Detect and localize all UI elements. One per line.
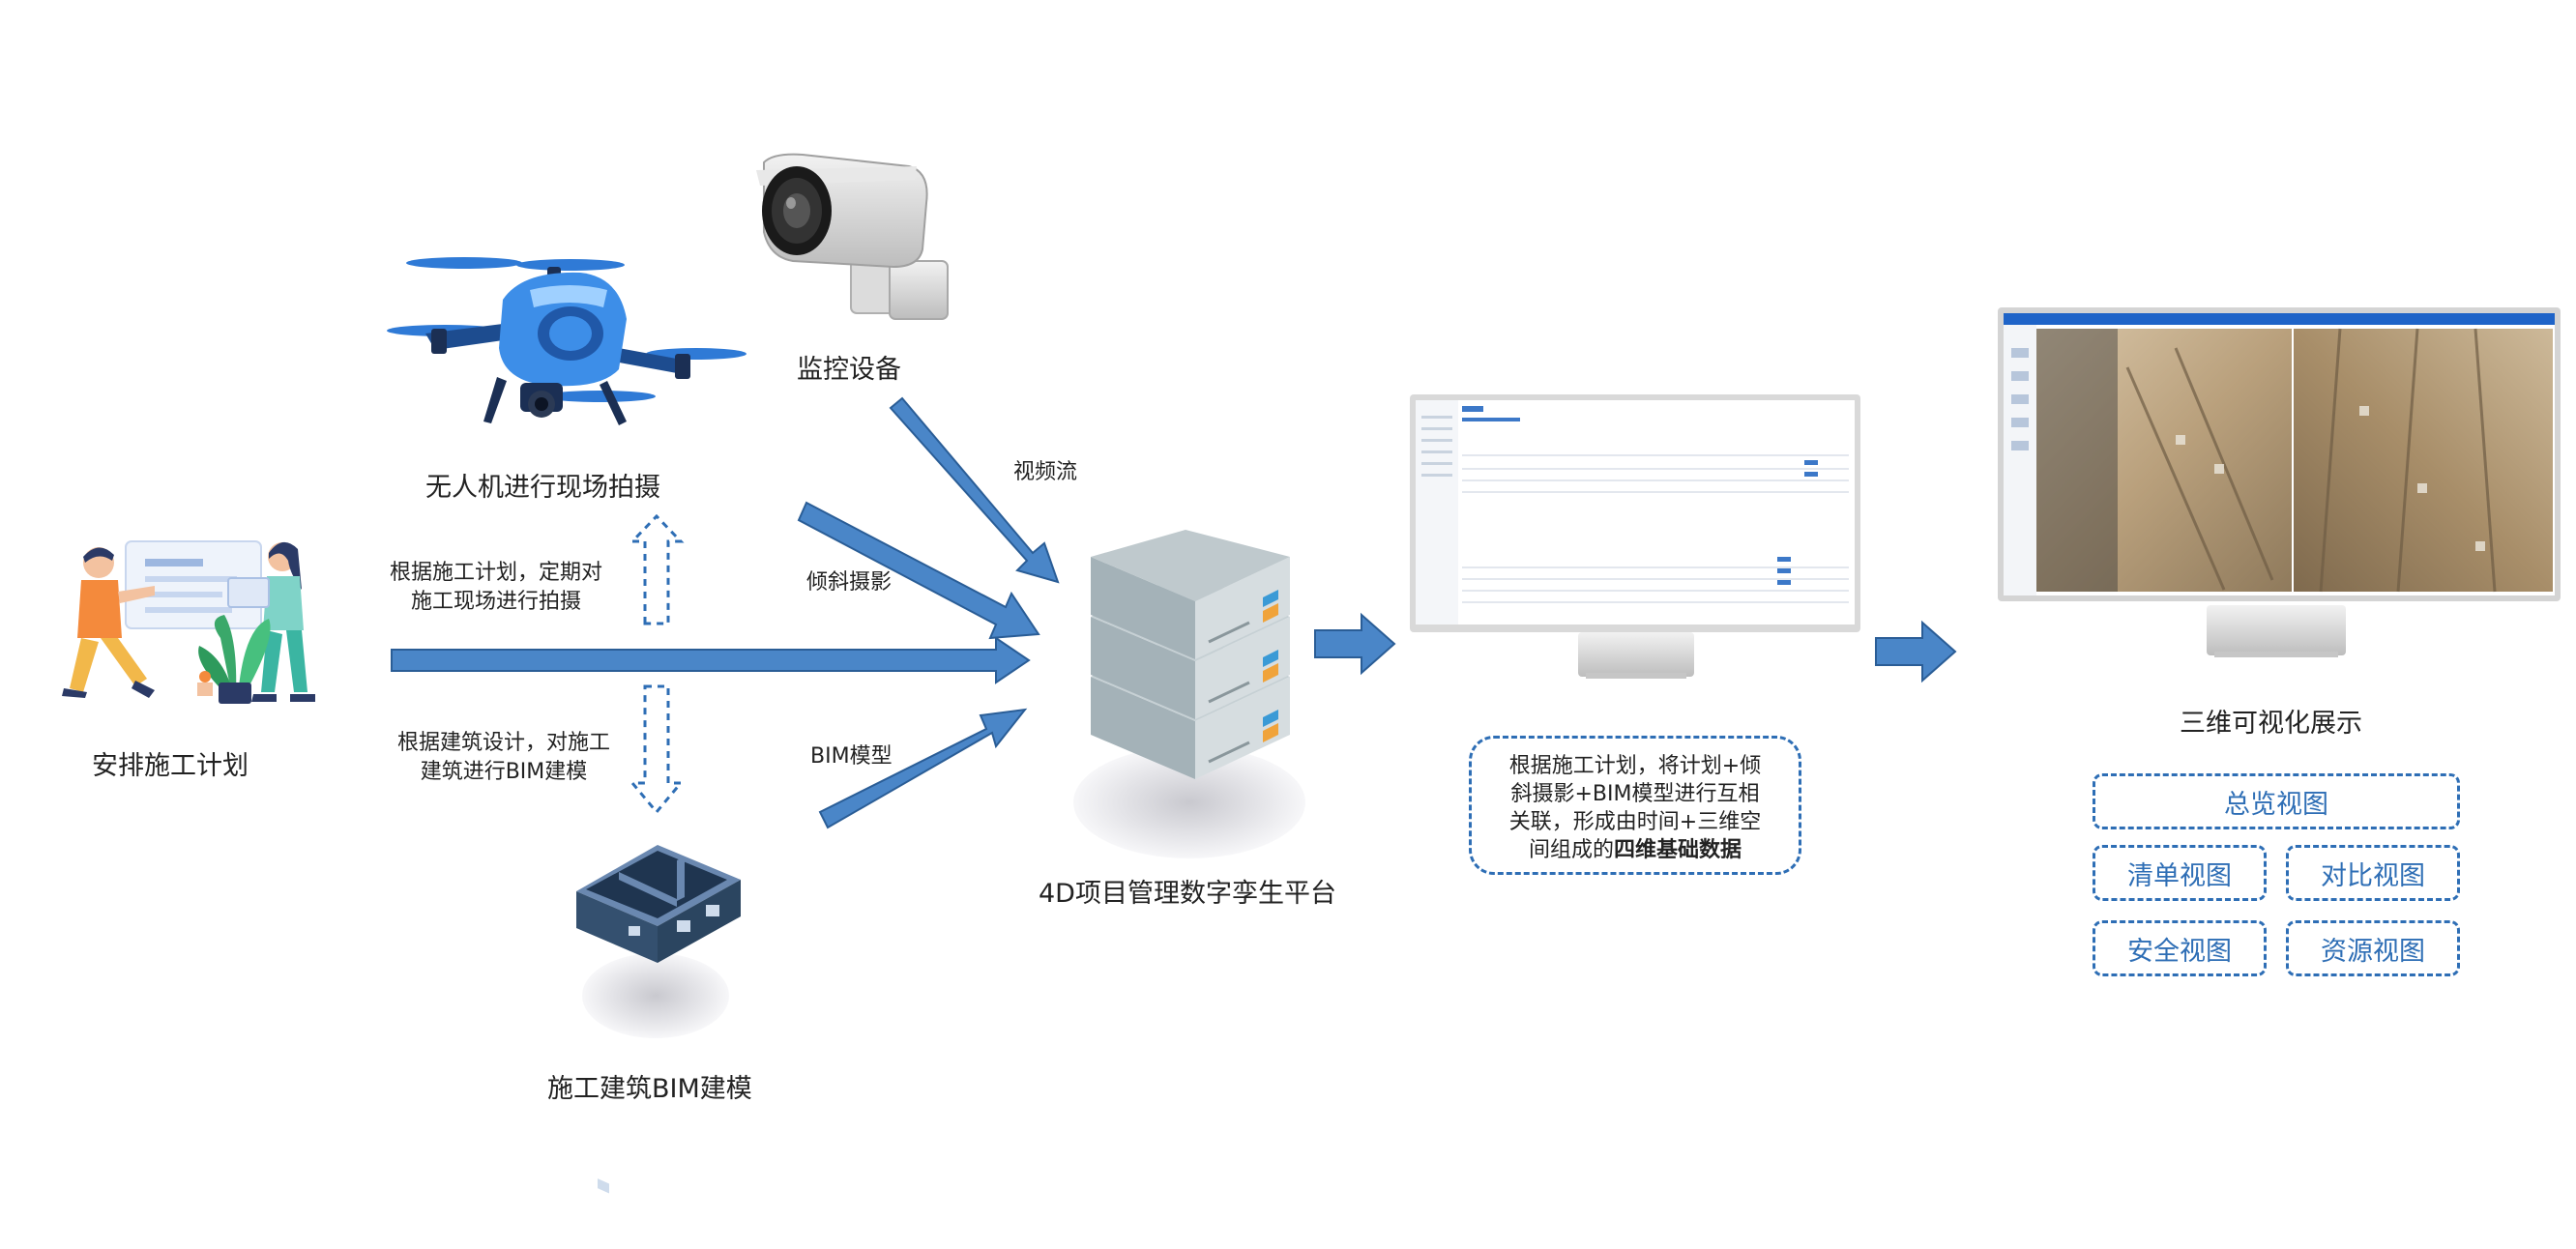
- surveillance-camera-icon: [756, 153, 949, 320]
- note-line3: 关联，形成由时间+三维空: [1508, 810, 1762, 835]
- monitor-platform: [1410, 394, 1860, 679]
- planning-people-icon: [62, 540, 315, 704]
- to-drone-line2: 施工现场进行拍摄: [410, 589, 581, 614]
- server-icon: [1091, 530, 1290, 779]
- arrow-plan-to-platform: [391, 636, 1031, 684]
- to-bim-line1: 根据建筑设计，对施工: [396, 731, 610, 755]
- dashed-arrow-up-drone: [629, 513, 685, 625]
- arrow-oblique-to-platform: [797, 501, 1040, 640]
- label-drone: 无人机进行现场拍摄: [425, 473, 660, 503]
- edge-label-video-stream: 视频流: [1013, 460, 1078, 484]
- to-bim-line2: 建筑进行BIM建模: [420, 759, 588, 784]
- edge-label-oblique: 倾斜摄影: [806, 570, 893, 595]
- label-platform: 4D项目管理数字孪生平台: [1039, 879, 1336, 909]
- drone-icon: [387, 257, 746, 425]
- label-visual: 三维可视化展示: [2180, 709, 2362, 739]
- edge-label-bim-model: BIM模型: [810, 744, 893, 769]
- view-overview-button[interactable]: 总览视图: [2093, 773, 2460, 829]
- note-line4: 间组成的四维基础数据: [1489, 836, 1781, 864]
- edge-label-to-bim: 根据建筑设计，对施工 建筑进行BIM建模: [393, 729, 615, 786]
- note-4d-data: 根据施工计划，将计划+倾 斜摄影+BIM模型进行互相 关联，形成由时间+三维空 …: [1469, 736, 1801, 875]
- monitor-3d-view: [1998, 307, 2561, 657]
- dashed-arrow-down-bim: [629, 684, 685, 815]
- view-safety-button[interactable]: 安全视图: [2093, 920, 2267, 976]
- label-plan: 安排施工计划: [92, 751, 249, 781]
- bim-shadow: [582, 953, 729, 1038]
- to-drone-line1: 根据施工计划，定期对: [389, 561, 602, 585]
- note-line4-bold: 四维基础数据: [1614, 838, 1742, 863]
- view-resource-button[interactable]: 资源视图: [2286, 920, 2460, 976]
- arrow-platform-to-screen: [1314, 612, 1396, 676]
- label-camera: 监控设备: [797, 355, 901, 385]
- arrow-screen-to-visual: [1875, 620, 1957, 683]
- note-line4-prefix: 间组成的: [1528, 838, 1614, 863]
- edge-label-to-drone: 根据施工计划，定期对 施工现场进行拍摄: [385, 559, 607, 616]
- note-line1: 根据施工计划，将计划+倾: [1508, 754, 1762, 778]
- arrow-bim-to-platform: [818, 708, 1028, 829]
- arrow-video-to-platform: [889, 396, 1060, 584]
- label-bim: 施工建筑BIM建模: [547, 1074, 752, 1104]
- note-line2: 斜摄影+BIM模型进行互相: [1510, 782, 1760, 807]
- bim-building-icon: [576, 845, 741, 1194]
- view-compare-button[interactable]: 对比视图: [2286, 845, 2460, 901]
- view-list-button[interactable]: 清单视图: [2093, 845, 2267, 901]
- server-shadow: [1073, 746, 1305, 858]
